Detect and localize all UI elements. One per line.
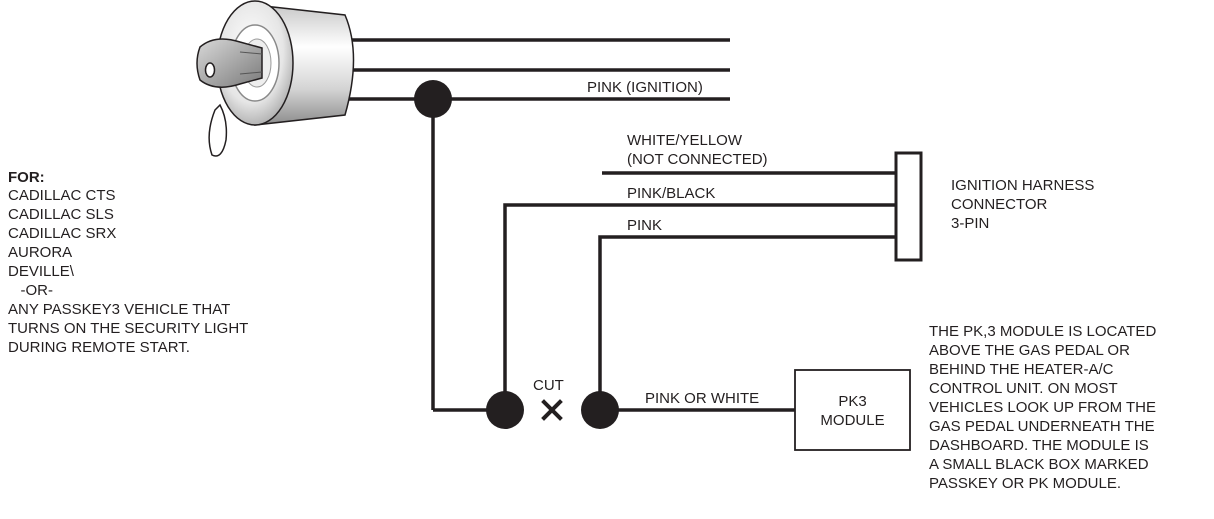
module-note-line: ABOVE THE GAS PEDAL OR (929, 342, 1130, 359)
module-note-line: A SMALL BLACK BOX MARKED (929, 456, 1149, 473)
module-label: MODULE (820, 412, 885, 429)
label-pink: PINK (627, 217, 663, 234)
cut-x-icon (541, 399, 563, 421)
vehicle-list-item: DEVILLE\ (8, 263, 74, 280)
splice-dot-ignition (414, 80, 452, 118)
module-note-line: GAS PEDAL UNDERNEATH THE (929, 418, 1155, 435)
module-note-line: PASSKEY OR PK MODULE. (929, 475, 1122, 492)
wire-pink-black (503, 203, 896, 410)
ignition-wires (345, 38, 730, 412)
splice-dot-left (486, 391, 524, 429)
module-note-line: DASHBOARD. THE MODULE IS (929, 437, 1149, 454)
vehicle-list-or: -OR- (8, 282, 54, 299)
connector-wires (503, 171, 896, 412)
label-white-yellow: WHITE/YELLOW (627, 132, 743, 149)
wire-pink (598, 235, 896, 410)
module-note-line: VEHICLES LOOK UP FROM THE (929, 399, 1156, 416)
connector-label: 3-PIN (951, 215, 990, 232)
module-note-line: BEHIND THE HEATER-A/C (929, 361, 1114, 378)
connector-label: CONNECTOR (951, 196, 1048, 213)
module-note-line: CONTROL UNIT. ON MOST (929, 380, 1118, 397)
vehicle-list-heading: FOR: (8, 169, 45, 186)
module-label: PK3 (838, 393, 867, 410)
label-not-connected: (NOT CONNECTED) (627, 151, 768, 168)
connector-label: IGNITION HARNESS (951, 177, 1095, 194)
vehicle-list-item: CADILLAC SLS (8, 206, 114, 223)
label-pink-or-white: PINK OR WHITE (645, 390, 760, 407)
ignition-harness-connector (894, 151, 923, 262)
cut-label: CUT (533, 377, 564, 394)
ignition-key-icon (196, 38, 263, 157)
vehicle-list-item: AURORA (8, 244, 73, 261)
vehicle-list-item: DURING REMOTE START. (8, 339, 190, 356)
pk3-module-box (794, 369, 911, 451)
splice-dot-right (581, 391, 619, 429)
label-pink-black: PINK/BLACK (627, 185, 716, 202)
vehicle-list-item: ANY PASSKEY3 VEHICLE THAT (8, 301, 231, 318)
vehicle-list-item: TURNS ON THE SECURITY LIGHT (8, 320, 249, 337)
label-pink-ignition: PINK (IGNITION) (587, 79, 703, 96)
vehicle-list-item: CADILLAC CTS (8, 187, 116, 204)
module-note-line: THE PK,3 MODULE IS LOCATED (929, 323, 1157, 340)
vehicle-list-item: CADILLAC SRX (8, 225, 117, 242)
